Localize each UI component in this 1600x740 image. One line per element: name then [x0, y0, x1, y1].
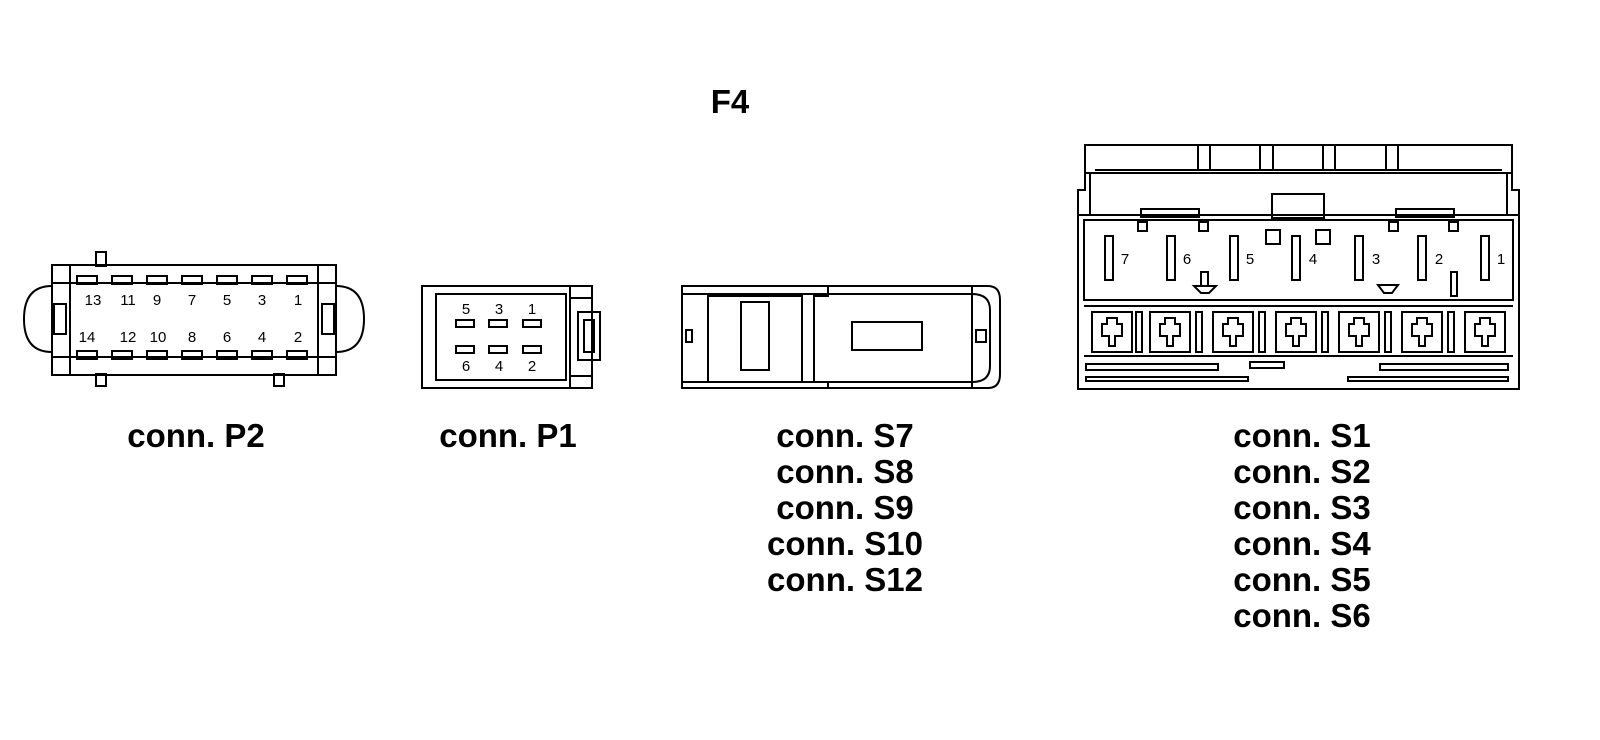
- p2-terminals-bottom: [76, 350, 308, 360]
- connector-s1-s6-drawing: 7 6 5 4 3 2 1: [1077, 144, 1520, 390]
- pin-number: 2: [1435, 251, 1443, 268]
- connector-label: conn. S3: [1233, 489, 1371, 526]
- p2-terminals-top: [76, 275, 308, 285]
- p1-terminals: [455, 319, 542, 354]
- pin-number: 14: [79, 329, 96, 346]
- label-conn-s7-s12: conn. S7 conn. S8 conn. S9 conn. S10 con…: [735, 418, 955, 598]
- pin-number: 7: [188, 292, 196, 309]
- p2-body-outer: [51, 264, 337, 376]
- pin-number: 1: [294, 292, 302, 309]
- label-conn-s1-s6: conn. S1 conn. S2 conn. S3 conn. S4 conn…: [1192, 418, 1412, 634]
- connector-label: conn. S5: [1233, 561, 1371, 598]
- connector-label: conn. P2: [127, 417, 265, 454]
- pin-number: 4: [1309, 251, 1317, 268]
- pin-number: 3: [495, 301, 503, 318]
- p1-body-outer: [421, 285, 571, 389]
- p2-right-latch: [335, 285, 366, 353]
- pin-number: 5: [1246, 251, 1254, 268]
- pin-number: 4: [258, 329, 266, 346]
- s1-body-outer: [1077, 214, 1520, 390]
- connector-label: conn. S10: [767, 525, 923, 562]
- connector-label: conn. S1: [1233, 417, 1371, 454]
- pin-number: 10: [150, 329, 167, 346]
- p2-left-latch: [22, 285, 53, 353]
- pin-number: 6: [462, 358, 470, 375]
- s1-terminal-slots: [1104, 235, 1490, 281]
- connector-label: conn. S8: [776, 453, 914, 490]
- pin-number: 12: [120, 329, 137, 346]
- connector-label: conn. S9: [776, 489, 914, 526]
- pin-number: 6: [223, 329, 231, 346]
- connector-label: conn. S6: [1233, 597, 1371, 634]
- connector-label: conn. P1: [439, 417, 577, 454]
- pin-number: 3: [258, 292, 266, 309]
- connector-label: conn. S12: [767, 561, 923, 598]
- pin-number: 5: [462, 301, 470, 318]
- label-conn-p2: conn. P2: [96, 418, 296, 454]
- pin-number: 6: [1183, 251, 1191, 268]
- s7-window: [851, 321, 923, 351]
- s7-left-block: [707, 295, 803, 383]
- pin-number: 2: [528, 358, 536, 375]
- s7-body-outer: [681, 285, 1001, 389]
- pin-number: 2: [294, 329, 302, 346]
- pin-number: 13: [85, 292, 102, 309]
- diagram-title: F4: [710, 83, 750, 120]
- pin-number: 3: [1372, 251, 1380, 268]
- pin-number: 5: [223, 292, 231, 309]
- p1-cavity: [435, 293, 567, 381]
- connector-label: conn. S2: [1233, 453, 1371, 490]
- pin-number: 8: [188, 329, 196, 346]
- connector-p1-drawing: 5 3 1 6 4 2: [421, 285, 601, 389]
- pin-number: 9: [153, 292, 161, 309]
- connector-label: conn. S4: [1233, 525, 1371, 562]
- connector-label: conn. S7: [776, 417, 914, 454]
- pin-number: 7: [1121, 251, 1129, 268]
- pin-number: 4: [495, 358, 503, 375]
- pin-number: 11: [120, 292, 136, 309]
- pin-number: 1: [1497, 251, 1505, 268]
- pin-number: 1: [528, 301, 536, 318]
- connector-p2-drawing: 13 11 9 7 5 3 1 14 12 10 8 6 4 2: [22, 251, 366, 387]
- label-conn-p1: conn. P1: [408, 418, 608, 454]
- s1-latch-row: [1091, 311, 1506, 353]
- connector-s7-s12-drawing: [681, 285, 1001, 389]
